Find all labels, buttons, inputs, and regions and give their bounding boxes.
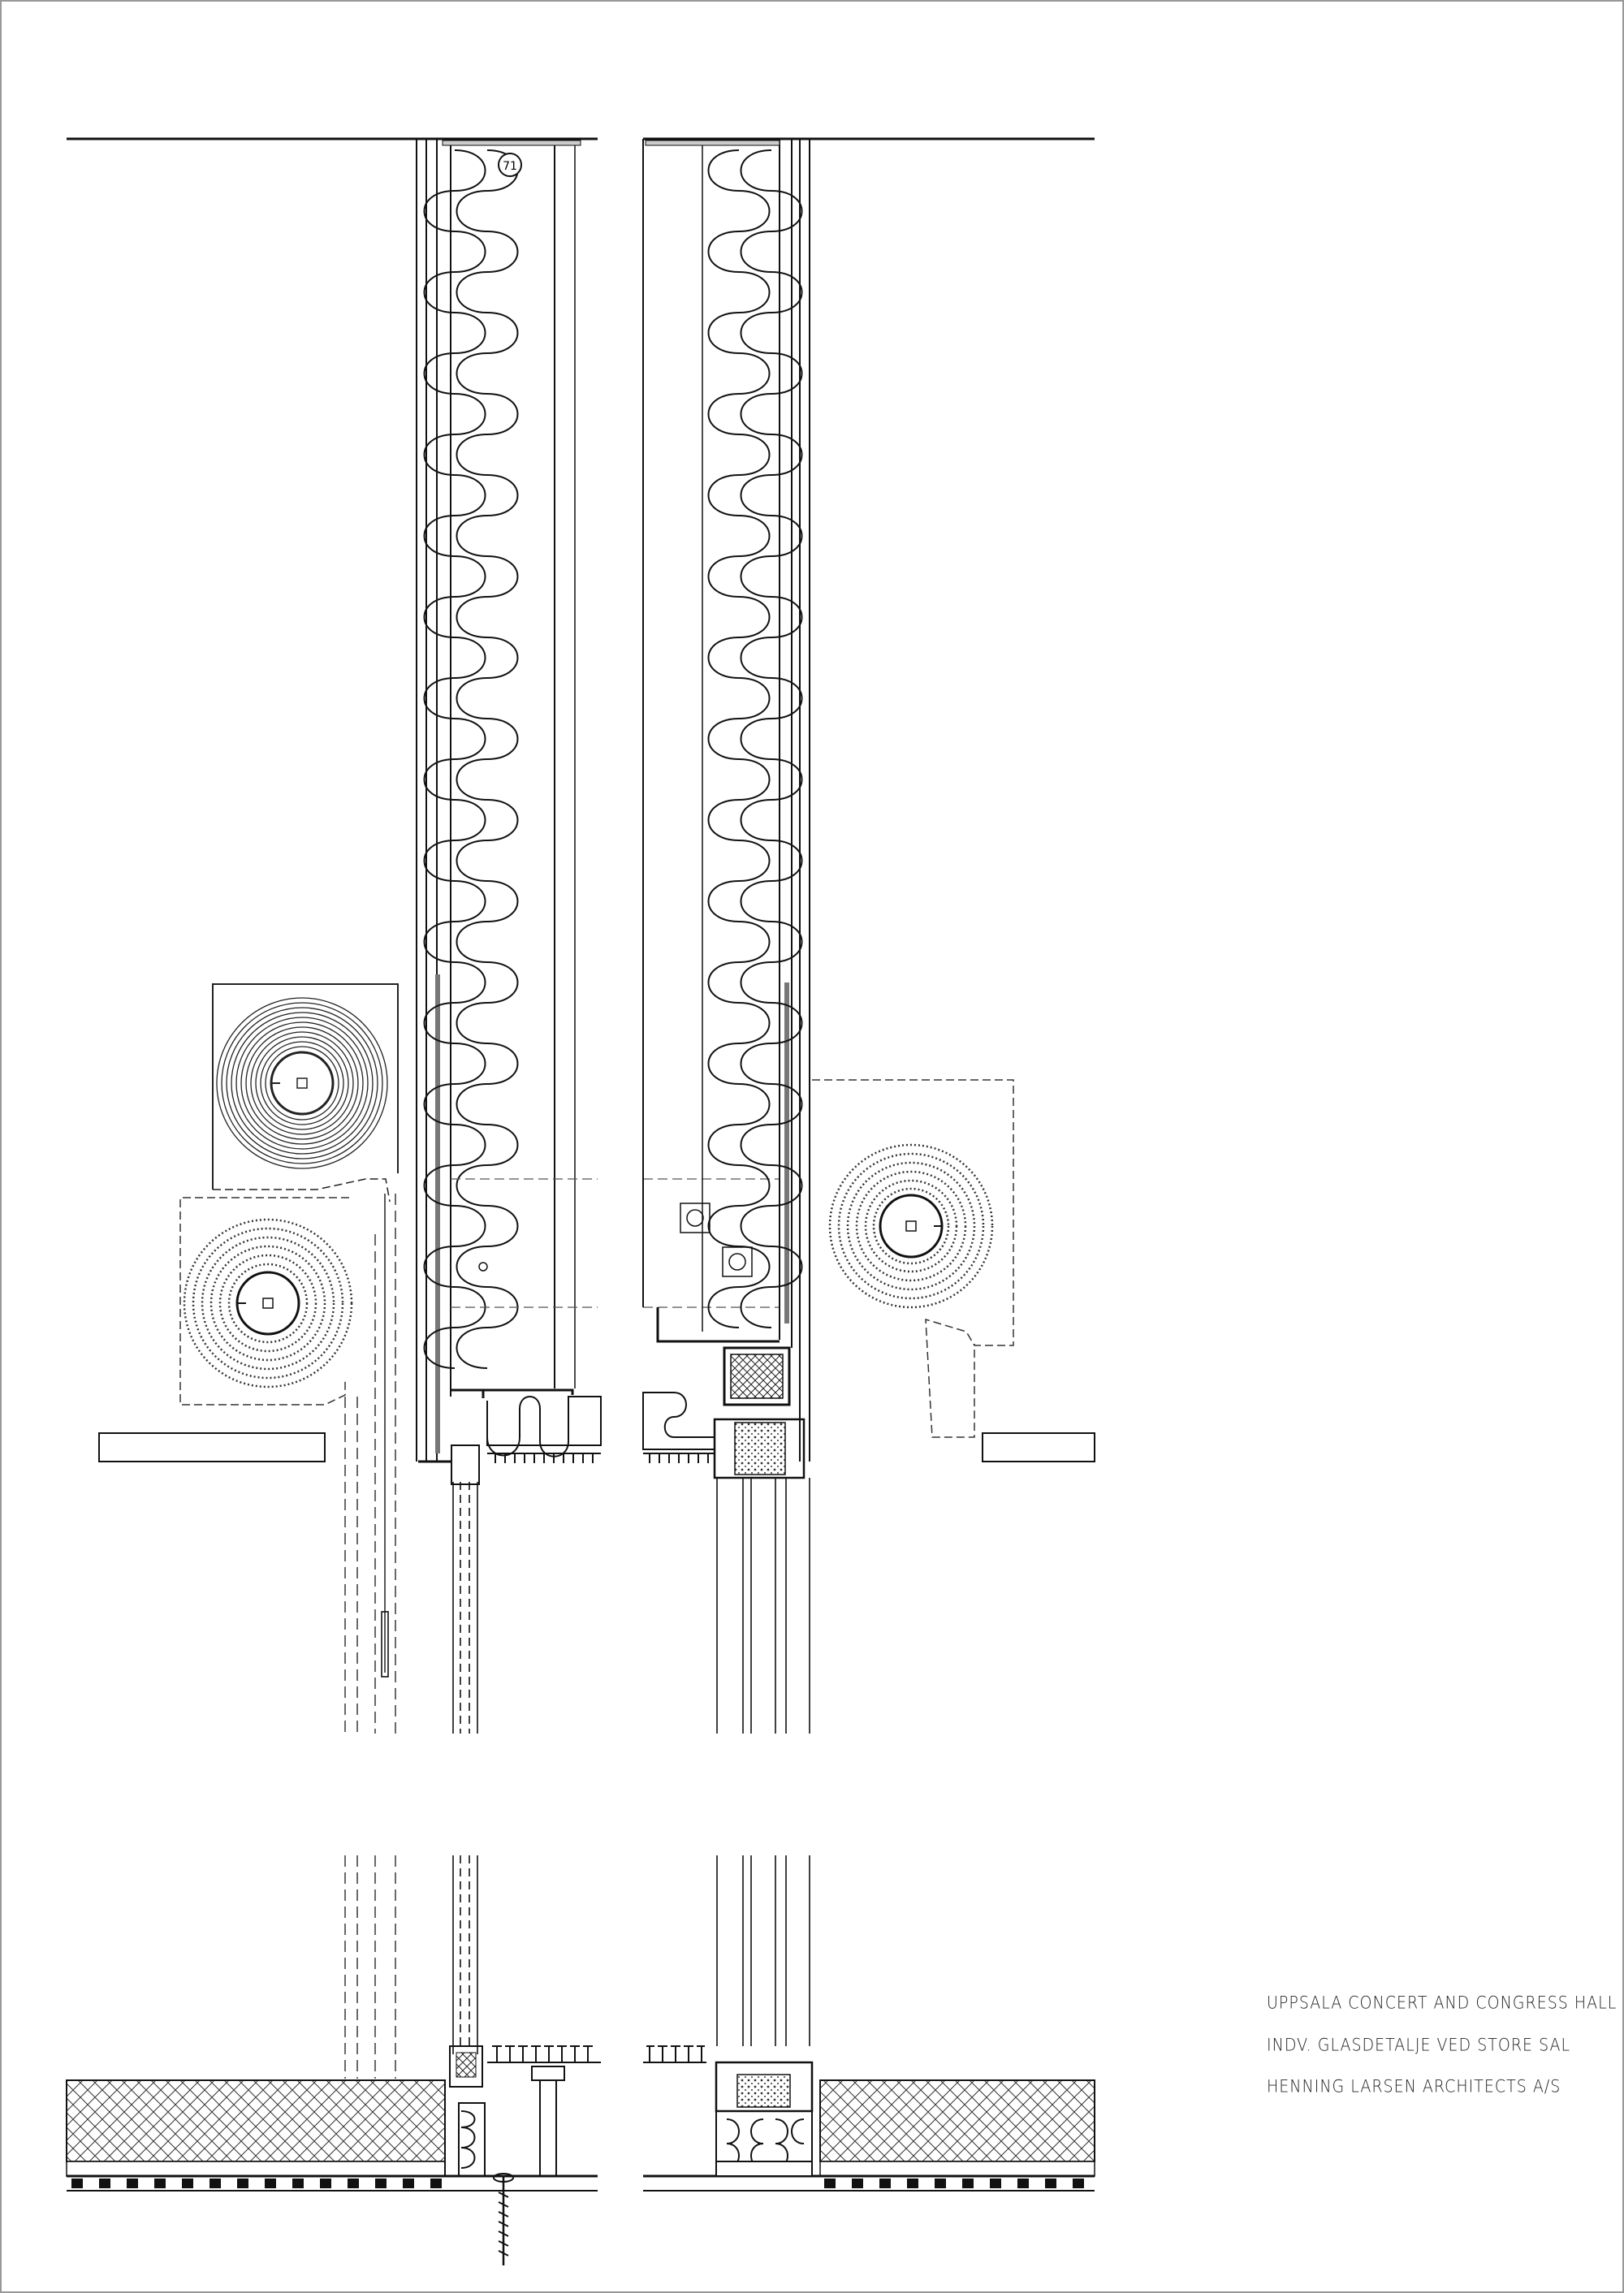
- right-wall-slab: [982, 1432, 1095, 1462]
- right-acoustic-panel: [642, 139, 810, 1479]
- right-roller: [812, 1079, 1014, 1438]
- left-glass-post: [451, 1444, 480, 2054]
- left-sliding-track: [344, 1194, 396, 2079]
- right-glass-frame: [716, 1478, 810, 2046]
- floor-slab-left: [66, 2079, 598, 2192]
- dashed-guides-left: [451, 1178, 780, 1308]
- left-roller-upper: [212, 983, 399, 1203]
- detail-tag-number: 71: [503, 160, 517, 173]
- left-acoustic-panel: [416, 139, 602, 1463]
- floor-slab-right: [643, 2079, 1095, 2192]
- detail-tag-bubble: [498, 153, 522, 177]
- title-project: UPPSALA CONCERT AND CONGRESS HALL: [1267, 1993, 1618, 2014]
- left-wall-slab: [98, 1432, 326, 1462]
- title-firm: HENNING LARSEN ARCHITECTS A/S: [1267, 2077, 1561, 2097]
- left-threshold: [444, 2045, 601, 2265]
- title-sheet: INDV. GLASDETALJE VED STORE SAL: [1267, 2036, 1571, 2056]
- left-roller-lower: [179, 1197, 353, 1406]
- right-threshold: [643, 2045, 814, 2177]
